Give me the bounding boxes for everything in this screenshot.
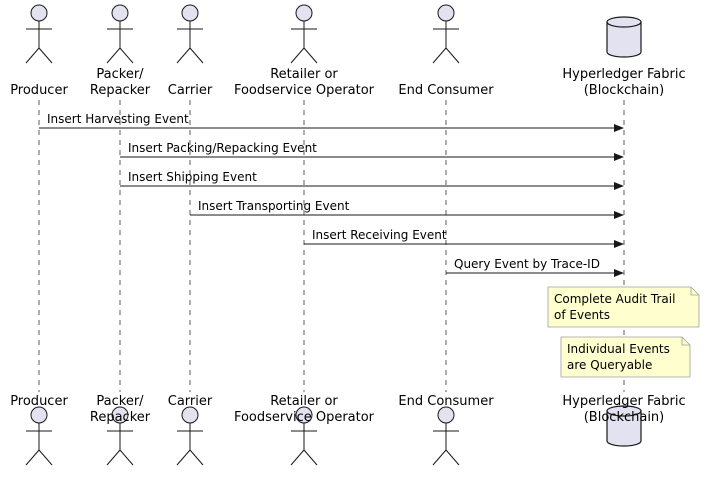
actor-icon-consumer-top — [432, 4, 460, 64]
participant-label-bottom: (Blockchain) — [584, 410, 665, 425]
message-label: Insert Receiving Event — [312, 228, 447, 242]
note-text: Individual Events — [567, 342, 670, 356]
database-icon-fabric-bottom — [606, 405, 642, 447]
participant-label-bottom: Hyperledger Fabric — [562, 394, 685, 409]
message-2: Insert Packing/Repacking Event — [120, 141, 624, 161]
notes: Complete Audit Trail of EventsIndividual … — [547, 286, 700, 378]
note-fold-icon — [681, 337, 690, 346]
note-fold-icon — [690, 287, 699, 296]
actor-icon-producer-top — [25, 4, 53, 64]
message-label: Query Event by Trace-ID — [454, 257, 600, 271]
participant-label-bottom: End Consumer — [398, 394, 494, 409]
participant-label-top: Producer — [10, 83, 68, 98]
message-4: Insert Transporting Event — [190, 199, 624, 219]
arrowhead-icon — [614, 269, 624, 277]
message-label: Insert Harvesting Event — [47, 112, 189, 126]
note-1: Complete Audit Trail of Events — [547, 286, 700, 328]
arrowhead-icon — [614, 240, 624, 248]
participant-label-bottom: Carrier — [168, 394, 213, 409]
participant-label-top: End Consumer — [398, 83, 494, 98]
message-3: Insert Shipping Event — [120, 170, 624, 190]
message-6: Query Event by Trace-ID — [446, 257, 624, 277]
actor-icon-carrier-top — [176, 4, 204, 64]
note-text: of Events — [554, 308, 610, 322]
lifelines — [38, 100, 625, 392]
participant-label-bottom: Producer — [10, 394, 68, 409]
database-icon-fabric-top — [606, 16, 642, 58]
participant-label-top: Hyperledger Fabric — [562, 67, 685, 82]
note-2: Individual Events are Queryable — [560, 336, 691, 378]
participant-label-top: Repacker — [90, 83, 151, 98]
actor-icon-packer-bottom — [106, 406, 134, 466]
actor-icon-consumer-bottom — [432, 406, 460, 466]
note-text: Complete Audit Trail — [554, 292, 675, 306]
participant-label-bottom: Retailer or — [270, 394, 338, 409]
participant-label-top: Carrier — [168, 83, 213, 98]
participant-label-top: Retailer or — [270, 67, 338, 82]
arrowhead-icon — [614, 124, 624, 132]
message-5: Insert Receiving Event — [304, 228, 624, 248]
note-text: are Queryable — [567, 358, 652, 372]
participant-heads-bottom: Producer Packer/Repacker Carrier Retailer o… — [10, 394, 686, 466]
arrowhead-icon — [614, 182, 624, 190]
arrowhead-icon — [614, 211, 624, 219]
participant-label-top: Foodservice Operator — [234, 83, 375, 98]
message-label: Insert Transporting Event — [198, 199, 350, 213]
participant-label-top: Packer/ — [96, 67, 144, 82]
arrowhead-icon — [614, 153, 624, 161]
message-label: Insert Shipping Event — [128, 170, 257, 184]
actor-icon-carrier-bottom — [176, 406, 204, 466]
participant-heads-top: Producer Packer/Repacker Carrier Retailer o… — [10, 4, 686, 98]
actor-icon-packer-top — [106, 4, 134, 64]
participant-label-top: (Blockchain) — [584, 83, 665, 98]
participant-label-bottom: Packer/ — [96, 394, 144, 409]
actor-icon-retailer-bottom — [290, 406, 318, 466]
message-1: Insert Harvesting Event — [39, 112, 624, 132]
message-label: Insert Packing/Repacking Event — [128, 141, 317, 155]
actor-icon-retailer-top — [290, 4, 318, 64]
actor-icon-producer-bottom — [25, 406, 53, 466]
participant-label-bottom: Foodservice Operator — [234, 410, 375, 425]
participant-label-bottom: Repacker — [90, 410, 151, 425]
